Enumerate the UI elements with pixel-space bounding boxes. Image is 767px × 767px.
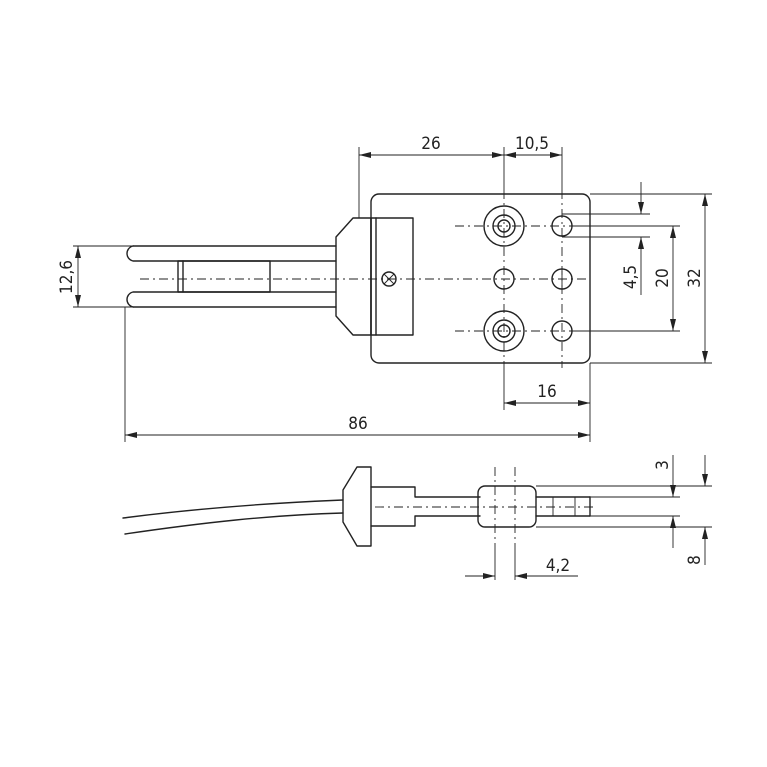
actuator-tongue [126, 245, 337, 308]
side-center-lines [375, 467, 596, 545]
side-flange [342, 466, 481, 547]
dim-10-5: 10,5 [515, 134, 549, 154]
base-plate [370, 193, 591, 364]
dim-4-5: 4,5 [621, 265, 641, 289]
side-plate [477, 485, 591, 528]
dimension-lines [75, 152, 708, 438]
dim-32: 32 [685, 268, 705, 287]
dim-4-2: 4,2 [546, 556, 570, 576]
extension-lines [73, 147, 712, 442]
dimension-labels: 26 10,5 12,6 4,5 20 32 16 86 3 8 4,2 [57, 134, 705, 576]
dim-8: 8 [685, 555, 705, 565]
flange [335, 217, 414, 336]
dim-86: 86 [348, 414, 367, 434]
cable [122, 499, 344, 535]
dim-3: 3 [653, 460, 673, 470]
top-view [73, 147, 712, 442]
side-view [122, 455, 712, 580]
side-dimension-lines [465, 455, 708, 579]
dim-16: 16 [537, 382, 556, 402]
center-lines [140, 190, 588, 372]
dim-20: 20 [653, 268, 673, 287]
mounting-holes [483, 205, 573, 352]
dim-26: 26 [421, 134, 440, 154]
side-extension-lines [494, 485, 712, 580]
dim-12-6: 12,6 [57, 260, 77, 294]
